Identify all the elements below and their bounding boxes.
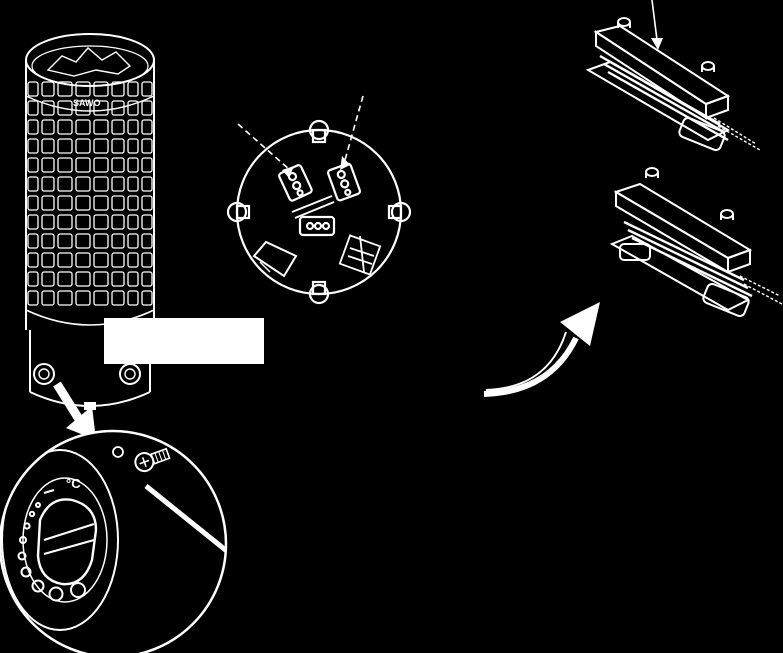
element-bracket-lower [609,167,783,318]
element-bracket-upper [585,17,761,152]
callout-lines [237,95,364,171]
heater-cylinder [25,33,155,410]
thermostat-zoom-circle: °C [0,429,228,653]
bracket-arrow [651,0,663,50]
label-box [104,318,264,364]
thermostat-symbol: °C [66,476,81,491]
base-plate-top-view [226,119,412,305]
screw-icon [134,447,171,473]
pointer-line [144,484,226,554]
zoom-arrow [53,381,96,440]
thermostat-knob [36,498,98,586]
curved-arrow [483,302,600,397]
brand-label: SAWO [73,98,101,108]
